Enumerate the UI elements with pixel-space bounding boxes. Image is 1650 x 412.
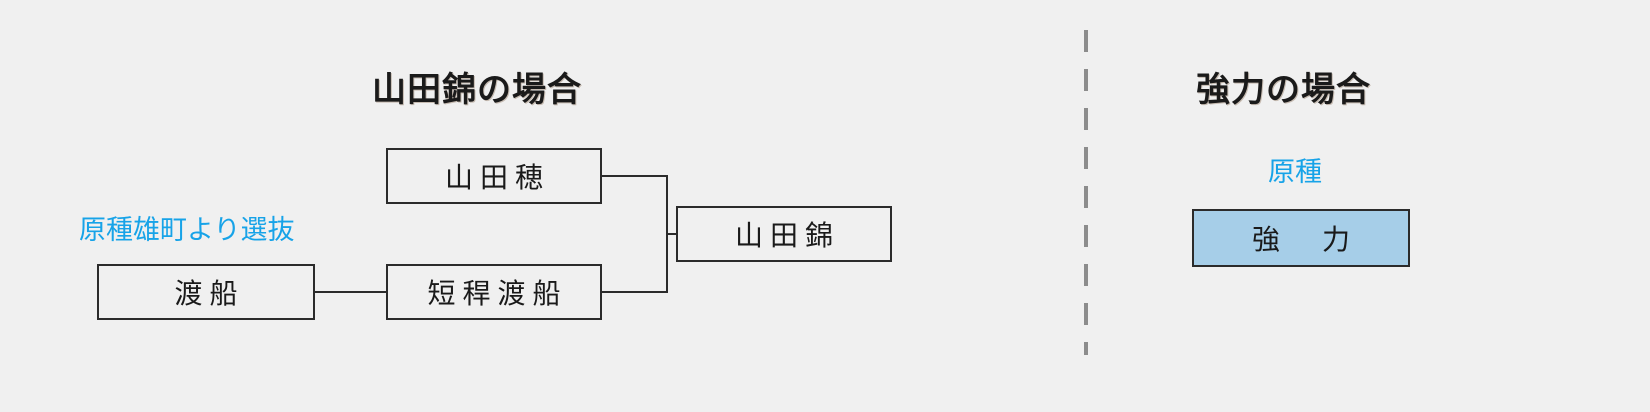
right-panel-note: 原種	[1268, 157, 1322, 187]
connector-tankan-out	[602, 291, 668, 293]
connector-bracket-to-yamadanishiki	[666, 233, 678, 235]
connector-yamadaho-out	[602, 175, 668, 177]
node-yamadanishiki[interactable]: 山田錦	[676, 206, 892, 262]
node-yamadaho[interactable]: 山田穂	[386, 148, 602, 204]
right-panel-title: 強力の場合	[1196, 71, 1371, 109]
node-gouriki[interactable]: 強 力	[1192, 209, 1410, 267]
left-panel-title: 山田錦の場合	[372, 71, 582, 109]
node-tankan-tosen[interactable]: 短稈渡船	[386, 264, 602, 320]
panel-divider	[1084, 30, 1088, 355]
left-panel-note: 原種雄町より選抜	[79, 215, 295, 245]
node-tosen[interactable]: 渡船	[97, 264, 315, 320]
connector-tosen-to-tankan	[315, 291, 386, 293]
